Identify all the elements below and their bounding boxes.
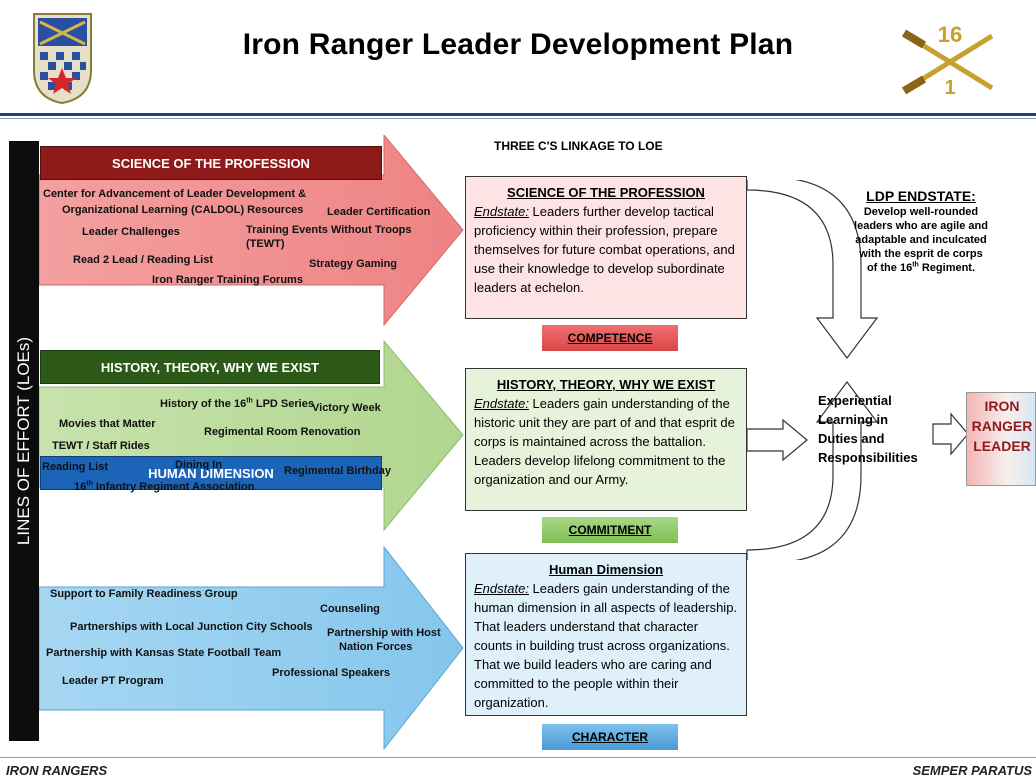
- svg-text:16: 16: [938, 22, 962, 47]
- list-item: Regimental Room Renovation: [204, 426, 361, 438]
- arrow-human: [39, 545, 464, 750]
- human-header: HUMAN DIMENSION: [40, 456, 382, 490]
- list-item: Leader Challenges: [82, 226, 180, 238]
- box-title: HISTORY, THEORY, WHY WE EXIST: [496, 377, 716, 392]
- list-item: Dining In: [175, 459, 223, 471]
- loe-label: LINES OF EFFORT (LOEs): [14, 336, 34, 546]
- experiential-learning: Experiential Learning in Duties and Resp…: [818, 393, 918, 465]
- list-item: Professional Speakers: [272, 667, 391, 679]
- svg-text:1: 1: [944, 77, 955, 99]
- science-header: SCIENCE OF THE PROFESSION: [40, 146, 382, 180]
- list-item: Partnerships with Local Junction City Sc…: [70, 621, 313, 633]
- commitment-tag: COMMITMENT: [542, 517, 678, 543]
- list-item: Partnership with Host: [327, 627, 441, 639]
- flow-arrows: [746, 180, 879, 560]
- list-item: Reading List: [42, 461, 109, 473]
- list-item: Support to Family Readiness Group: [50, 588, 238, 600]
- list-item: Victory Week: [312, 402, 381, 414]
- header-divider-thin: [0, 118, 1036, 119]
- box-title: Human Dimension: [548, 562, 664, 577]
- list-item: Counseling: [320, 603, 380, 615]
- linkage-title: THREE C'S LINKAGE TO LOE: [494, 139, 663, 153]
- footer-left: IRON RANGERS: [6, 763, 108, 778]
- list-item: Nation Forces: [339, 641, 413, 653]
- arrow-science: [39, 135, 464, 327]
- list-item: Leader PT Program: [62, 675, 164, 687]
- list-item: 16th Infantry Regiment Association: [74, 480, 255, 493]
- list-item: Regimental Birthday: [284, 465, 391, 477]
- list-item: Read 2 Lead / Reading List: [73, 254, 213, 266]
- box-title: SCIENCE OF THE PROFESSION: [507, 185, 705, 200]
- footer-right: SEMPER PARATUS: [912, 763, 1032, 778]
- page-title: Iron Ranger Leader Development Plan: [242, 28, 794, 61]
- list-item: TEWT / Staff Rides: [52, 440, 150, 452]
- header-divider: [0, 113, 1036, 116]
- science-box: SCIENCE OF THE PROFESSION Endstate: Lead…: [465, 176, 747, 319]
- list-item: Center for Advancement of Leader Develop…: [43, 188, 307, 200]
- character-tag: CHARACTER: [542, 724, 678, 750]
- list-item: Leader Certification: [327, 206, 431, 218]
- to-leader-arrow: [932, 412, 969, 456]
- human-box: Human Dimension Endstate: Leaders gain u…: [465, 553, 747, 716]
- crossed-rifles-icon: 16 1: [901, 22, 998, 100]
- list-item: Partnership with Kansas State Football T…: [46, 647, 282, 659]
- list-item: Training Events Without Troops: [246, 224, 412, 236]
- history-header: HISTORY, THEORY, WHY WE EXIST: [40, 350, 380, 384]
- list-item: Iron Ranger Training Forums: [152, 274, 303, 286]
- ldp-endstate: LDP ENDSTATE: Develop well-rounded leade…: [808, 187, 1034, 275]
- list-item: Strategy Gaming: [309, 258, 398, 270]
- list-item: History of the 16th LPD Series: [160, 397, 314, 410]
- iron-ranger-leader-label: IRON RANGER LEADER: [971, 398, 1033, 454]
- list-item: Movies that Matter: [59, 418, 156, 430]
- competence-tag: COMPETENCE: [542, 325, 678, 351]
- list-item: Organizational Learning (CALDOL) Resourc…: [62, 204, 304, 216]
- history-box: HISTORY, THEORY, WHY WE EXIST Endstate: …: [465, 368, 747, 511]
- list-item: (TEWT): [246, 238, 285, 250]
- regimental-crest-icon: [30, 10, 95, 105]
- loe-bar: [9, 141, 39, 741]
- iron-ranger-leader-box: [966, 392, 1036, 486]
- footer-divider: [0, 757, 1036, 758]
- ldp-title: LDP ENDSTATE:: [866, 188, 976, 204]
